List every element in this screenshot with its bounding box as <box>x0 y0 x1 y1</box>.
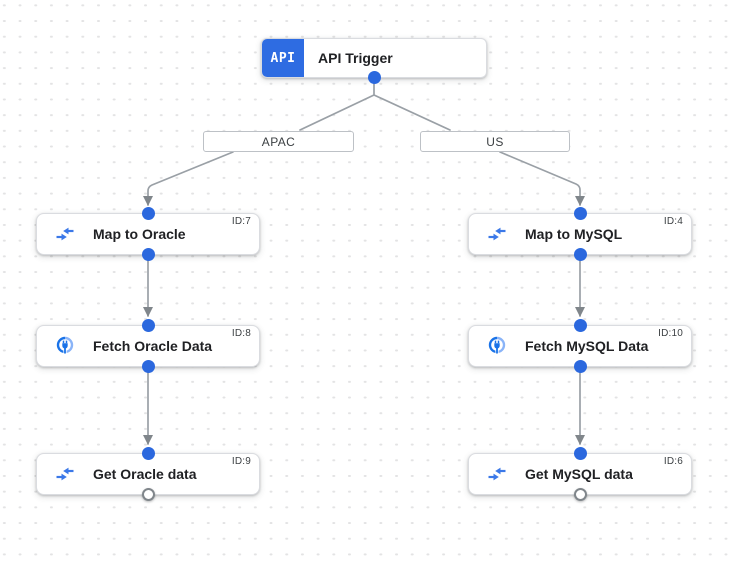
node-id-label: ID:7 <box>231 216 251 227</box>
output-port[interactable] <box>573 248 587 261</box>
node-id-label: ID:6 <box>663 456 683 467</box>
node-map-to-mysql[interactable]: ID:4 Map to MySQL <box>468 207 692 261</box>
branch-label-apac[interactable]: APAC <box>203 131 354 152</box>
input-port[interactable] <box>573 207 587 220</box>
input-port[interactable] <box>573 447 587 460</box>
data-mapping-icon <box>487 224 507 244</box>
edge-trigger-to-apac <box>299 83 375 131</box>
data-mapping-icon <box>55 464 75 484</box>
input-port[interactable] <box>141 207 155 220</box>
input-port[interactable] <box>141 447 155 460</box>
input-port[interactable] <box>141 319 155 332</box>
output-port[interactable] <box>141 360 155 373</box>
node-fetch-oracle-data[interactable]: ID:8 Fetch Oracle Data <box>36 319 260 373</box>
node-id-label: ID:8 <box>231 328 251 339</box>
node-map-to-oracle[interactable]: ID:7 Map to Oracle <box>36 207 260 261</box>
node-title: Get Oracle data <box>93 466 197 482</box>
end-port[interactable] <box>141 488 155 501</box>
node-title: Get MySQL data <box>525 466 633 482</box>
data-mapping-icon <box>55 224 75 244</box>
node-fetch-mysql-data[interactable]: ID:10 Fetch MySQL Data <box>468 319 692 373</box>
connector-icon <box>55 336 75 356</box>
node-get-mysql-data[interactable]: ID:6 Get MySQL data <box>468 447 692 501</box>
output-port[interactable] <box>573 360 587 373</box>
trigger-title: API Trigger <box>318 50 393 66</box>
node-api-trigger[interactable]: API API Trigger <box>261 38 487 84</box>
end-port[interactable] <box>573 488 587 501</box>
data-mapping-icon <box>487 464 507 484</box>
node-id-label: ID:4 <box>663 216 683 227</box>
node-title: Fetch Oracle Data <box>93 338 213 354</box>
edge-us-to-map-mysql <box>499 151 585 206</box>
connector-icon <box>487 336 507 356</box>
node-title: Fetch MySQL Data <box>525 338 649 354</box>
node-title: Map to Oracle <box>93 226 186 242</box>
branch-label-us[interactable]: US <box>420 131 570 152</box>
edge-trigger-to-us <box>373 94 451 131</box>
node-id-label: ID:10 <box>658 328 683 339</box>
node-title: Map to MySQL <box>525 226 623 242</box>
output-port[interactable] <box>141 248 155 261</box>
api-badge-icon: API <box>262 39 304 77</box>
trigger-output-port[interactable] <box>367 71 381 84</box>
input-port[interactable] <box>573 319 587 332</box>
edge-apac-to-map-oracle <box>143 151 234 206</box>
node-id-label: ID:9 <box>231 456 251 467</box>
node-get-oracle-data[interactable]: ID:9 Get Oracle data <box>36 447 260 501</box>
